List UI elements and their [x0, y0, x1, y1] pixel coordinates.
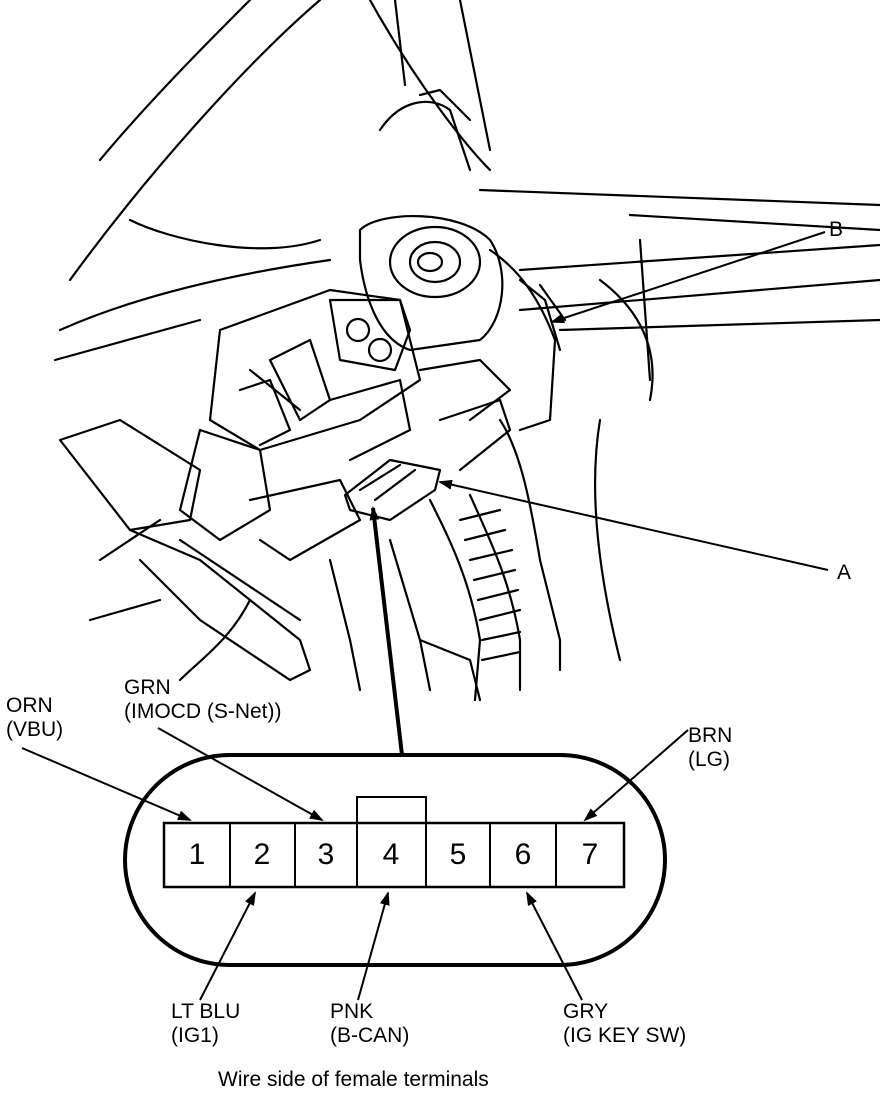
- pin-6: 6: [514, 838, 532, 871]
- diagram-caption: Wire side of female terminals: [218, 1068, 489, 1091]
- callout-a: A: [837, 561, 852, 584]
- connector-outline: [123, 753, 667, 967]
- pin-5: 5: [449, 838, 467, 871]
- pin-2: 2: [253, 838, 271, 871]
- wire-label-gry: GRY (IG KEY SW): [563, 1000, 686, 1048]
- pin-7: 7: [581, 838, 599, 871]
- wire-color: GRY: [563, 1000, 609, 1023]
- wire-color: BRN: [688, 724, 733, 747]
- connector-lock-tab: [356, 796, 427, 824]
- wire-signal: (IG KEY SW): [563, 1024, 687, 1047]
- wire-signal: (LG): [688, 748, 730, 771]
- pin-1: 1: [188, 838, 206, 871]
- wire-color: PNK: [330, 1000, 374, 1023]
- wire-signal: (IG1): [171, 1024, 219, 1047]
- wire-label-pnk: PNK (B-CAN): [330, 1000, 409, 1048]
- wire-label-brn: BRN (LG): [688, 724, 732, 772]
- wire-label-lt-blu: LT BLU (IG1): [171, 1000, 240, 1048]
- wire-signal: (VBU): [6, 718, 64, 741]
- wire-color: LT BLU: [171, 1000, 241, 1023]
- callout-b: B: [829, 218, 844, 241]
- pin-3: 3: [317, 838, 335, 871]
- wire-label-grn: GRN (IMOCD (S-Net)): [124, 676, 281, 724]
- wire-label-orn: ORN (VBU): [6, 694, 63, 742]
- wire-color: ORN: [6, 694, 53, 717]
- wire-signal: (B-CAN): [330, 1024, 410, 1047]
- wire-signal: (IMOCD (S-Net)): [124, 700, 282, 723]
- terminal-block: [162, 821, 626, 889]
- pin-4: 4: [382, 838, 400, 871]
- wire-color: GRN: [124, 676, 171, 699]
